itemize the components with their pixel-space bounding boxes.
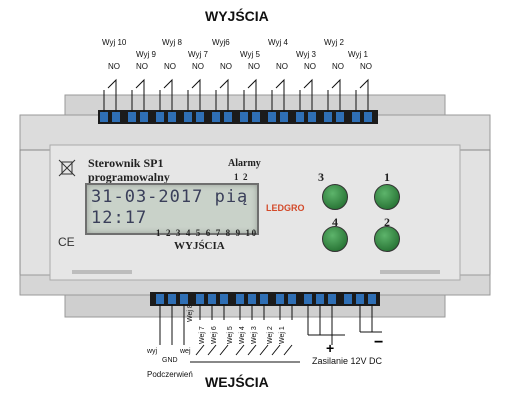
input-label-8: Wej 8 [187,304,194,322]
button-1-label: 1 [384,170,390,184]
lcd-line-time: 12:17 [91,208,148,228]
ir-wyj-label: wyj [147,348,158,355]
outputs-heading: WYJŚCIA [205,8,269,24]
output-label-7: Wyj 7 [188,50,208,59]
input-label-4: Wej 4 [239,326,246,344]
button-4-label: 4 [332,215,338,229]
output-label-1: Wyj 1 [348,50,368,59]
output-state-5: NO [248,62,260,71]
output-state-8: NO [164,62,176,71]
alarm-numbers: 1 2 [234,172,248,182]
button-4[interactable] [322,226,348,252]
face-outputs-label: WYJŚCIA [174,240,225,252]
output-label-2: Wyj 2 [324,38,344,47]
alarm-label: Alarmy [228,158,261,169]
button-3[interactable] [322,184,348,210]
device-name-line2: programowalny [88,170,170,184]
vent-slots [72,270,440,274]
input-label-5: Wej 5 [227,326,234,344]
output-state-9: NO [136,62,148,71]
input-wires [159,304,382,363]
output-label-4: Wyj 4 [268,38,288,47]
ir-name-label: Podczerwień [147,370,193,379]
output-label-5: Wyj 5 [240,50,260,59]
input-label-2: Wej 2 [267,326,274,344]
output-state-7: NO [192,62,204,71]
power-plus: + [326,340,335,356]
lcd-line-date: 31-03-2017 pią [91,187,249,207]
output-state-4: NO [276,62,288,71]
button-2[interactable] [374,226,400,252]
power-minus: − [374,334,384,351]
output-state-3: NO [304,62,316,71]
output-label-6: Wyj6 [212,38,230,47]
inputs-heading: WEJŚCIA [205,374,269,390]
output-label-8: Wyj 8 [162,38,182,47]
brand-logo: LEDGRO [266,203,305,213]
button-2-label: 2 [384,215,390,229]
input-label-3: Wej 3 [251,326,258,344]
ce-mark: CE [58,235,75,249]
power-label: Zasilanie 12V DC [312,356,383,366]
output-state-1: NO [360,62,372,71]
bottom-terminals [156,294,376,304]
input-label-6: Wej 6 [211,326,218,344]
input-label-7: Wej 7 [199,326,206,344]
top-terminals [100,112,372,122]
device-name-line1: Sterownik SP1 [88,156,164,170]
ir-wej-label: wej [180,348,191,355]
weee-icon [58,159,76,177]
output-state-6: NO [220,62,232,71]
lcd-display: 31-03-2017 pią 12:17 [85,183,259,235]
button-3-label: 3 [318,170,324,184]
output-label-9: Wyj 9 [136,50,156,59]
button-1[interactable] [374,184,400,210]
output-digits: 1 2 3 4 5 6 7 8 9 10 [156,228,258,238]
input-label-1: Wej 1 [279,326,286,344]
output-label-10: Wyj 10 [102,38,127,47]
output-state-10: NO [108,62,120,71]
output-relay-contacts [103,78,369,112]
output-label-3: Wyj 3 [296,50,316,59]
output-state-2: NO [332,62,344,71]
ir-gnd-label: GND [162,357,178,364]
